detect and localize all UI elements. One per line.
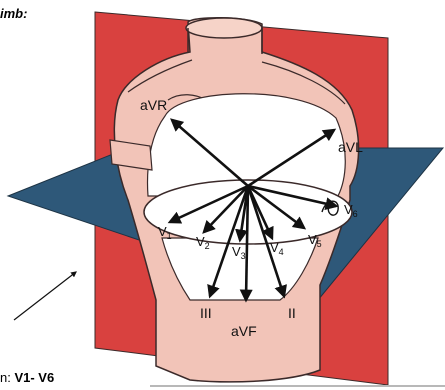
label-iii: III [200, 305, 212, 321]
caption-bottom-prefix: n: [0, 370, 14, 385]
caption-bottom-leads: V1- V6 [14, 370, 54, 385]
label-avf: aVF [231, 323, 257, 339]
label-avr: aVR [140, 97, 167, 113]
label-avl: aVL [338, 139, 363, 155]
label-ii: II [288, 305, 296, 321]
caption-bottom: n: V1- V6 [0, 370, 54, 385]
neck-top [186, 18, 262, 38]
pointer-arrow [14, 272, 76, 320]
